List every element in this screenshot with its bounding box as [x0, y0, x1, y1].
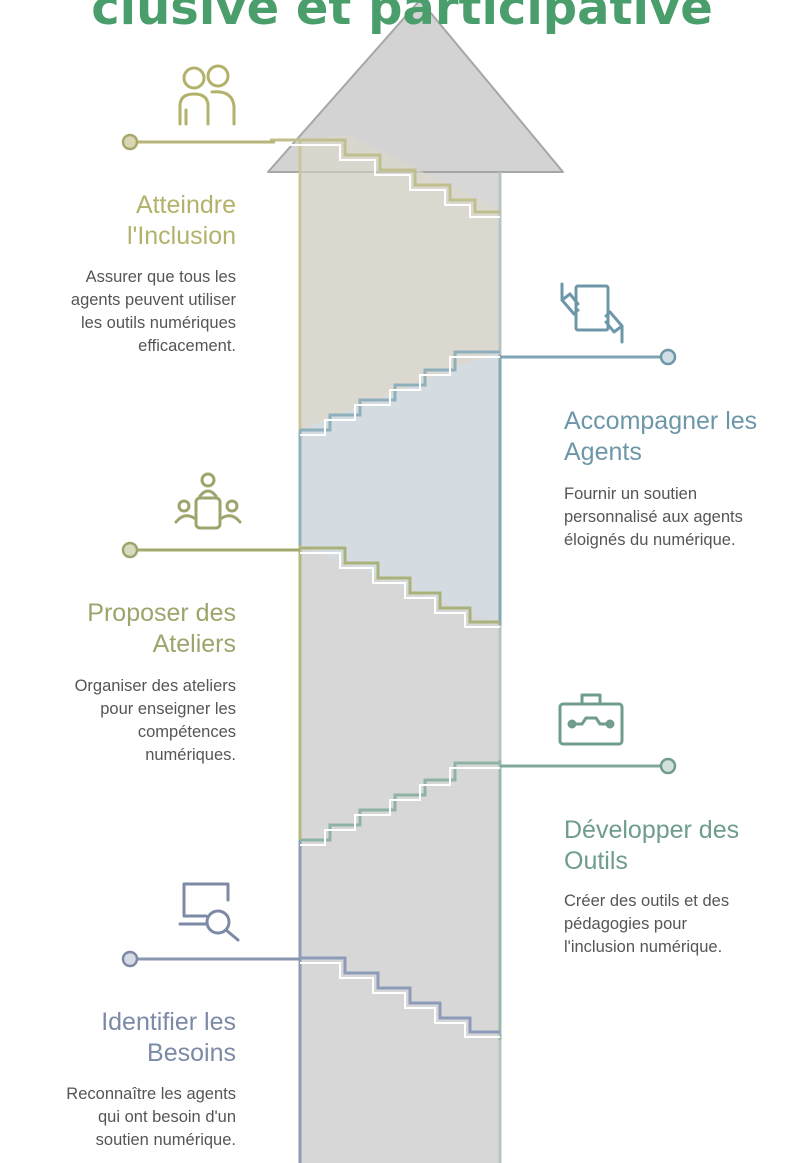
stairs-outils: [300, 761, 500, 842]
step-desc-line: efficacement.: [138, 337, 236, 355]
step-desc-accompagner: Fournir un soutien personnalisé aux agen…: [564, 483, 800, 552]
step-title-outils: Développer des Outils: [564, 815, 800, 877]
connector-dot-besoins: [121, 950, 139, 968]
step-title-ateliers: Proposer des Ateliers: [0, 598, 236, 660]
step-title-accompagner: Accompagner les Agents: [564, 406, 800, 468]
step-title-line: Besoins: [147, 1039, 236, 1067]
step-desc-line: personnalisé aux agents: [564, 508, 743, 526]
stairs-ateliers: [300, 546, 500, 624]
connector-dot-accompagner: [659, 348, 677, 366]
step-desc-line: agents peuvent utiliser: [70, 291, 236, 309]
connector-dot-outils: [659, 757, 677, 775]
step-desc-line: éloignés du numérique.: [564, 531, 736, 549]
step-title-inclusion: Atteindre l'Inclusion: [0, 190, 236, 252]
step-desc-line: pédagogies pour: [564, 915, 687, 933]
workshop-meeting-icon: [174, 472, 242, 530]
step-desc-line: Fournir un soutien: [564, 485, 697, 503]
step-desc-inclusion: Assurer que tous les agents peuvent util…: [0, 266, 236, 358]
step-desc-line: Assurer que tous les: [85, 268, 236, 286]
stairs-inclusion: [270, 138, 500, 214]
toolbox-icon: [558, 693, 624, 746]
step-desc-line: numériques.: [145, 746, 236, 764]
step-title-line: Accompagner les: [564, 407, 758, 435]
step-title-line: Atteindre: [135, 191, 236, 219]
step-title-line: Proposer des: [87, 599, 236, 627]
step-desc-line: qui ont besoin d'un: [97, 1108, 236, 1126]
step-desc-line: l'inclusion numérique.: [564, 938, 723, 956]
step-desc-line: Créer des outils et des: [564, 892, 730, 910]
page-title: clusive et participative: [91, 0, 713, 36]
stairs-besoins: [300, 956, 500, 1034]
step-desc-outils: Créer des outils et des pédagogies pour …: [564, 890, 800, 959]
step-desc-ateliers: Organiser des ateliers pour enseigner le…: [0, 675, 236, 767]
step-desc-line: Organiser des ateliers: [74, 677, 236, 695]
step-title-besoins: Identifier les Besoins: [0, 1007, 236, 1069]
people-icon: [178, 64, 236, 126]
step-desc-line: Reconnaître les agents: [66, 1085, 236, 1103]
computer-search-icon: [178, 882, 240, 942]
step-title-line: Outils: [564, 847, 628, 875]
hands-document-icon: [560, 282, 624, 344]
step-desc-besoins: Reconnaître les agents qui ont besoin d'…: [0, 1083, 236, 1152]
step-desc-line: compétences: [137, 723, 236, 741]
step-desc-line: soutien numérique.: [95, 1131, 236, 1149]
step-title-line: l'Inclusion: [127, 222, 236, 250]
step-title-line: Agents: [564, 438, 642, 466]
step-desc-line: pour enseigner les: [100, 700, 236, 718]
step-title-line: Ateliers: [152, 630, 236, 658]
connector-dot-ateliers: [121, 541, 139, 559]
connector-dot-inclusion: [121, 133, 139, 151]
step-title-line: Développer des: [564, 816, 740, 844]
stairs-accompagner: [300, 350, 500, 432]
step-desc-line: les outils numériques: [81, 314, 236, 332]
section-accompagner: [300, 350, 500, 625]
step-title-line: Identifier les: [101, 1008, 236, 1036]
